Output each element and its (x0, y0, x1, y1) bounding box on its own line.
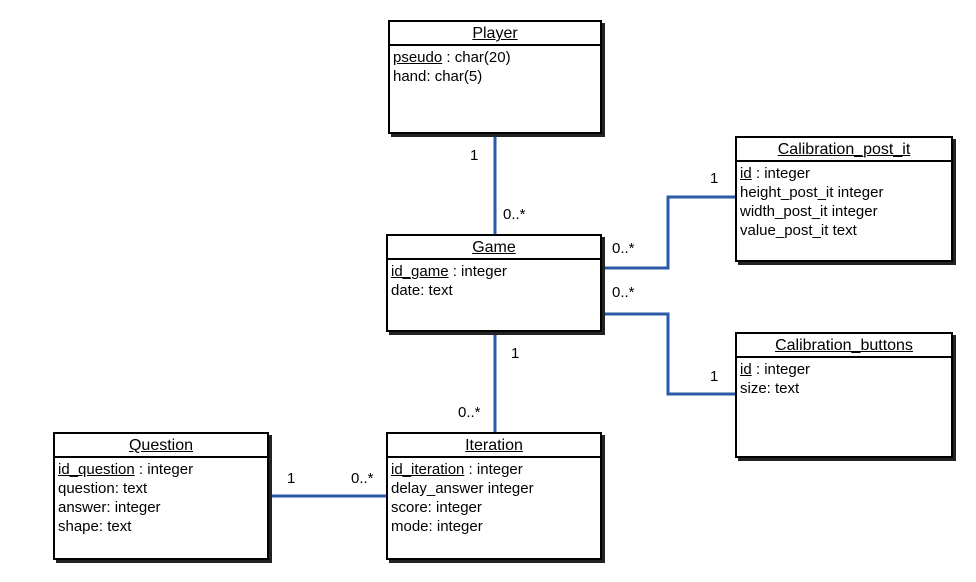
multiplicity-game-iteration-one: 1 (511, 345, 520, 362)
class-game-attributes: id_game : integer date: text (388, 260, 600, 300)
class-question[interactable]: Question id_question : integer question:… (53, 432, 269, 560)
attribute-row: width_post_it integer (740, 203, 878, 220)
class-iteration[interactable]: Iteration id_iteration : integer delay_a… (386, 432, 602, 560)
class-player[interactable]: Player pseudo : char(20) hand: char(5) (388, 20, 602, 134)
class-player-attributes: pseudo : char(20) hand: char(5) (390, 46, 600, 86)
attribute-row: hand: char(5) (393, 68, 483, 85)
class-iteration-title: Iteration (388, 434, 600, 458)
attribute-row: question: text (58, 480, 148, 497)
multiplicity-game-post-it-many: 0..* (612, 240, 635, 257)
multiplicity-game-buttons-many: 0..* (612, 284, 635, 301)
attribute-row: id_iteration : integer (391, 461, 523, 478)
class-iteration-attributes: id_iteration : integer delay_answer inte… (388, 458, 600, 536)
attribute-row: height_post_it integer (740, 184, 884, 201)
attribute-row: size: text (740, 380, 800, 397)
class-calibration-buttons[interactable]: Calibration_buttons id : integer size: t… (735, 332, 953, 458)
attribute-row: id_question : integer (58, 461, 194, 478)
class-game[interactable]: Game id_game : integer date: text (386, 234, 602, 332)
class-game-title: Game (388, 236, 600, 260)
association-game-calibration-post-it (600, 195, 737, 270)
attribute-row: score: integer (391, 499, 482, 516)
attribute-row: date: text (391, 282, 453, 299)
multiplicity-question-one: 1 (287, 470, 296, 487)
attribute-row: value_post_it text (740, 222, 857, 239)
class-calibration-buttons-title: Calibration_buttons (737, 334, 951, 358)
attribute-row: id : integer (740, 165, 811, 182)
multiplicity-question-iteration-many: 0..* (351, 470, 374, 487)
class-player-title: Player (390, 22, 600, 46)
attribute-row: id : integer (740, 361, 811, 378)
multiplicity-post-it-one: 1 (710, 170, 719, 187)
attribute-row: delay_answer integer (391, 480, 534, 497)
attribute-row: id_game : integer (391, 263, 507, 280)
attribute-row: answer: integer (58, 499, 161, 516)
multiplicity-player-one: 1 (470, 147, 479, 164)
multiplicity-game-iteration-many: 0..* (458, 404, 481, 421)
attribute-row: pseudo : char(20) (393, 49, 511, 66)
attribute-row: mode: integer (391, 518, 483, 535)
class-calibration-post-it[interactable]: Calibration_post_it id : integer height_… (735, 136, 953, 262)
class-question-attributes: id_question : integer question: text ans… (55, 458, 267, 536)
multiplicity-buttons-one: 1 (710, 368, 719, 385)
attribute-row: shape: text (58, 518, 132, 535)
association-game-calibration-buttons (600, 312, 737, 396)
class-calibration-post-it-title: Calibration_post_it (737, 138, 951, 162)
class-question-title: Question (55, 434, 267, 458)
class-calibration-buttons-attributes: id : integer size: text (737, 358, 951, 398)
multiplicity-player-game-many: 0..* (503, 206, 526, 223)
class-calibration-post-it-attributes: id : integer height_post_it integer widt… (737, 162, 951, 240)
